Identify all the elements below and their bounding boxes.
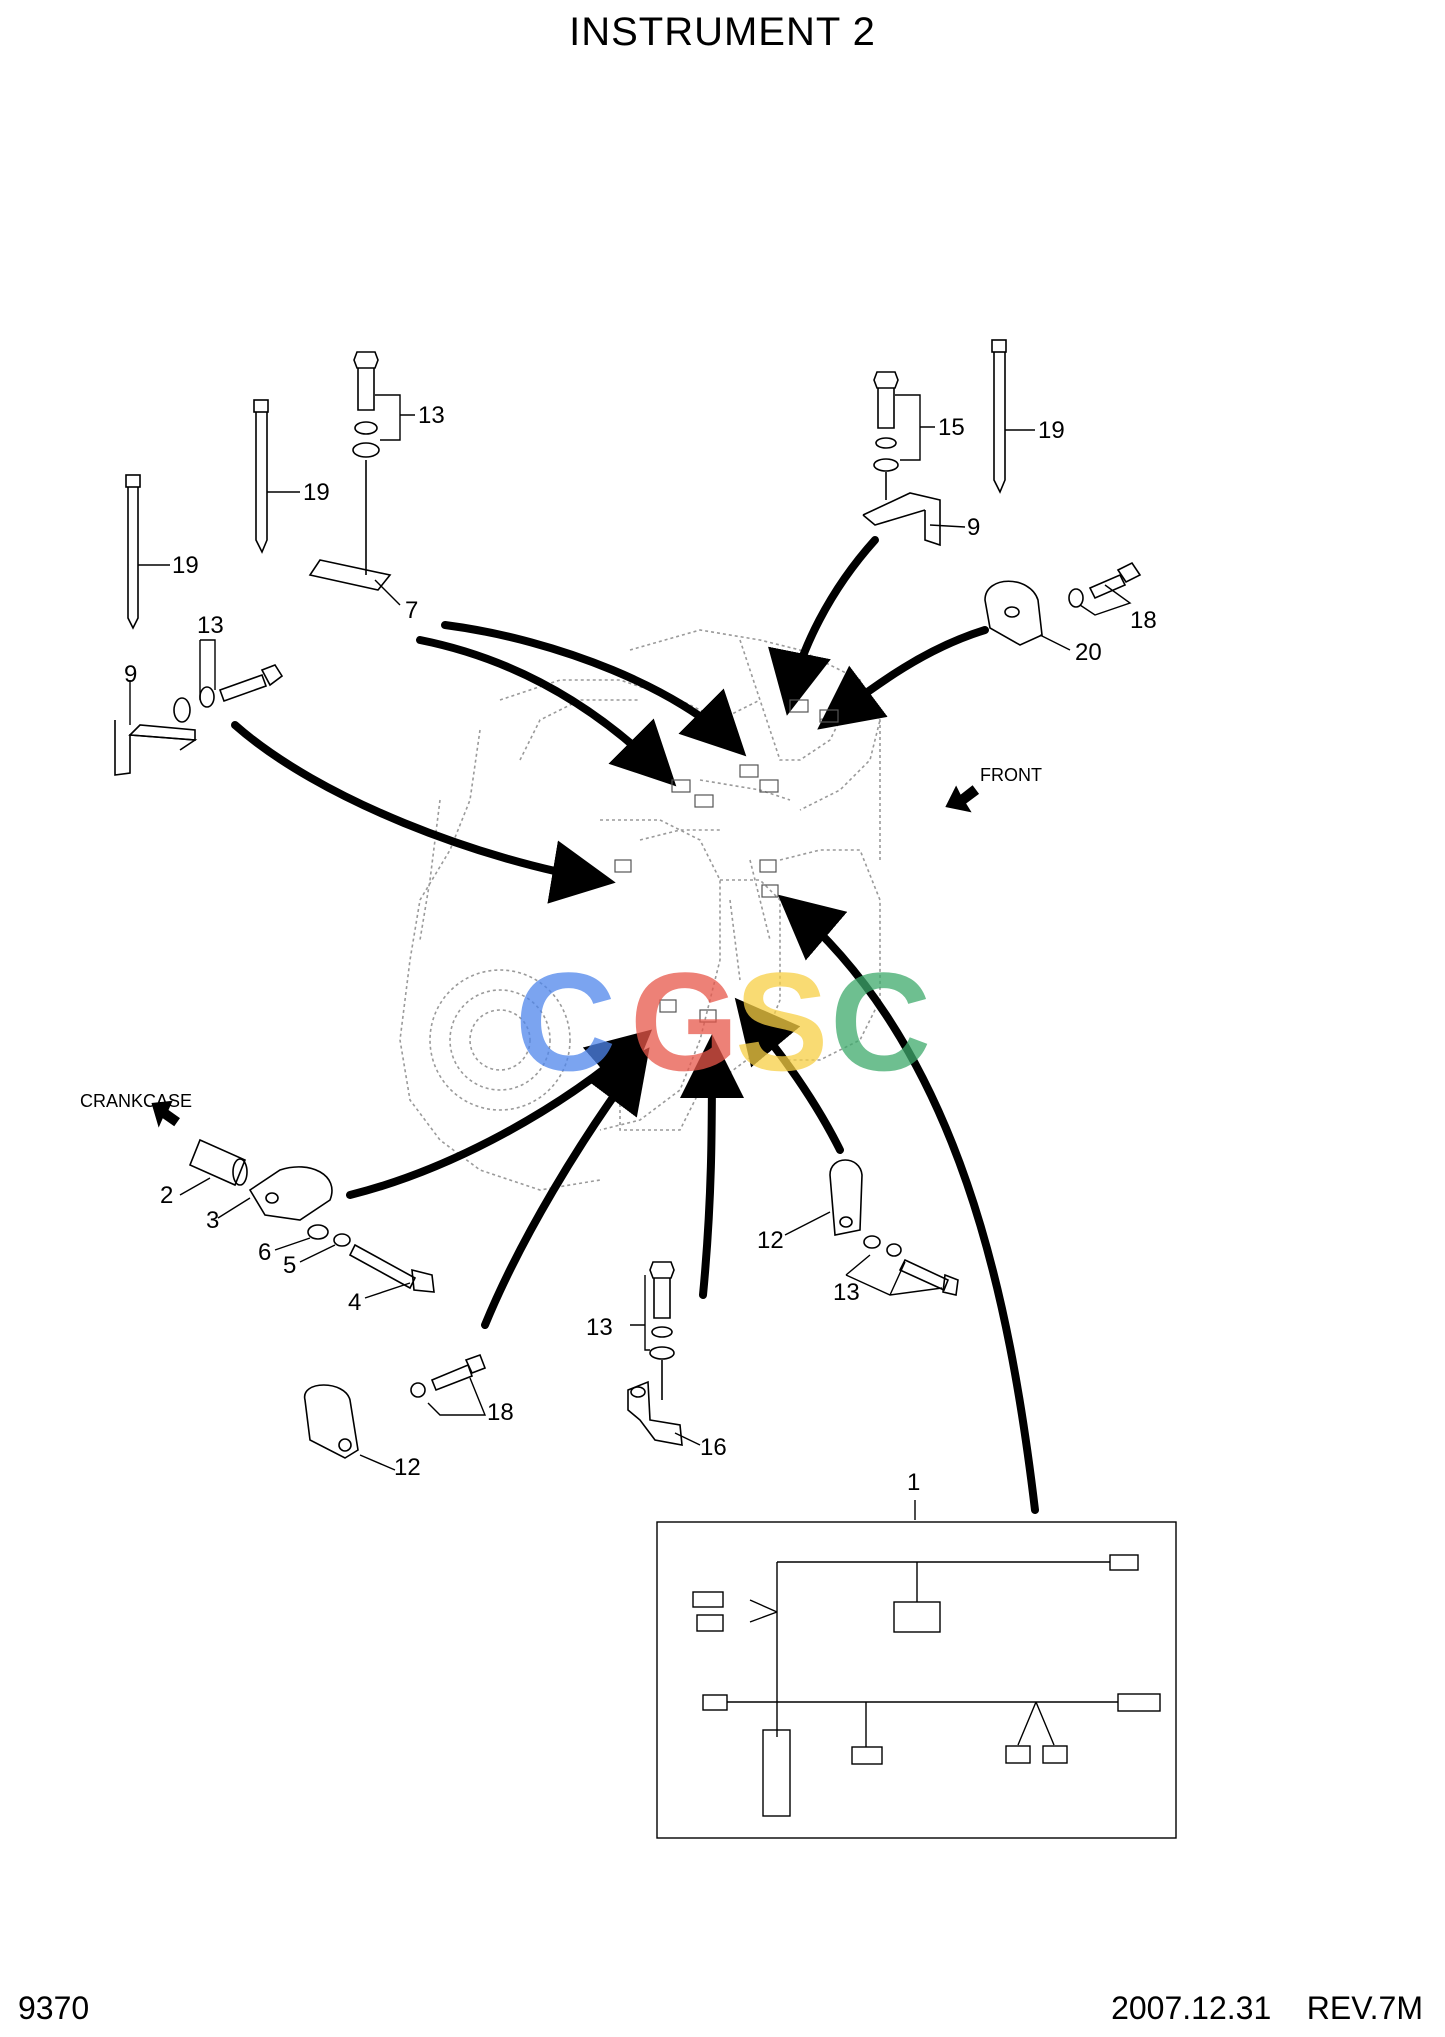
engine-outline — [399, 629, 881, 1191]
spacer-2-icon — [188, 1138, 248, 1187]
callout-6: 6 — [258, 1239, 271, 1266]
clamp-12-right-icon — [829, 1159, 863, 1236]
harness-clips-on-engine — [614, 699, 839, 1023]
crankcase-label: CRANKCASE — [80, 1091, 192, 1111]
bolt-13-top-icon — [308, 351, 392, 591]
bracket-9-left-icon — [114, 720, 198, 776]
revision-code: REV.7M — [1306, 1990, 1423, 2026]
page-number: 9370 — [18, 1990, 90, 2026]
bolt-4-icon — [348, 1243, 435, 1293]
callout-9: 9 — [124, 661, 137, 688]
front-label: FRONT — [980, 765, 1042, 785]
clamp-3-icon — [248, 1166, 333, 1221]
watermark-letter: G — [630, 943, 739, 1100]
callout-1: 1 — [907, 1469, 920, 1496]
washer-6-icon — [307, 1224, 329, 1240]
callout-15: 15 — [938, 414, 965, 441]
callout-numbers: 19 19 13 7 13 9 15 19 9 18 20 2 3 6 5 4 … — [124, 402, 1157, 1496]
bracket-9-right-icon — [862, 492, 941, 547]
revision-date: 2007.12.31 — [1111, 1990, 1272, 2026]
callout-18: 18 — [487, 1399, 514, 1426]
callout-4: 4 — [348, 1289, 361, 1316]
callout-3: 3 — [206, 1207, 219, 1234]
leader-lines — [129, 394, 1132, 1520]
bracket-16-icon — [627, 1380, 683, 1446]
callout-13: 13 — [197, 612, 224, 639]
bolt-13-left-icon — [173, 664, 284, 723]
callout-20: 20 — [1075, 639, 1102, 666]
bolt-13-center-icon — [649, 1261, 675, 1400]
wiring-harness-box — [656, 1521, 1177, 1839]
callout-2: 2 — [160, 1182, 173, 1209]
revision-info: 2007.12.31 REV.7M — [1111, 1990, 1423, 2027]
callout-7: 7 — [405, 597, 418, 624]
front-direction: FRONT — [945, 765, 1042, 813]
callout-19: 19 — [1038, 417, 1065, 444]
callout-19: 19 — [172, 552, 199, 579]
callout-13: 13 — [418, 402, 445, 429]
part-glyphs — [114, 339, 1142, 1459]
bolt-18-right-icon — [1068, 561, 1142, 608]
callout-5: 5 — [283, 1252, 296, 1279]
callout-13: 13 — [586, 1314, 613, 1341]
washer-5-icon — [333, 1233, 351, 1247]
callout-13: 13 — [833, 1279, 860, 1306]
callout-19: 19 — [303, 479, 330, 506]
callout-18: 18 — [1130, 607, 1157, 634]
watermark-letter: C — [515, 943, 616, 1100]
clamp-12-left-icon — [304, 1384, 359, 1459]
watermark-letter: C — [830, 943, 931, 1100]
cgsc-watermark: C G S C — [515, 943, 931, 1100]
crankcase-direction: CRANKCASE — [80, 1091, 192, 1128]
revision-gap — [1280, 1990, 1298, 2026]
bolt-18-left-icon — [410, 1353, 487, 1398]
cable-tie-mid-icon — [253, 399, 269, 554]
cable-tie-left-icon — [125, 474, 141, 630]
cable-tie-right-icon — [991, 339, 1007, 494]
callout-12: 12 — [757, 1227, 784, 1254]
callout-16: 16 — [700, 1434, 727, 1461]
bolt-15-icon — [873, 371, 899, 500]
clamp-20-icon — [984, 580, 1043, 646]
callout-9: 9 — [967, 514, 980, 541]
page-title: INSTRUMENT 2 — [569, 10, 876, 54]
bolt-13-right-icon — [863, 1235, 959, 1296]
watermark-letter: S — [735, 943, 828, 1100]
callout-12: 12 — [394, 1454, 421, 1481]
assembly-arrows — [231, 536, 1039, 1514]
